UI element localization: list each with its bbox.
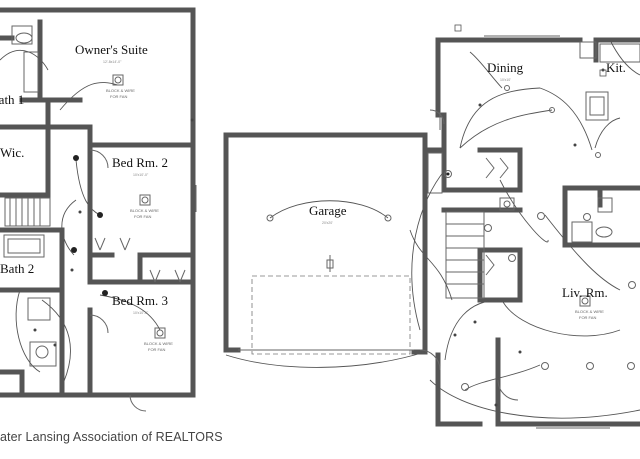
wic-label: Wic. [0,145,24,160]
owners-suite-dim: 12'-8x14'-0" [103,60,122,64]
bed2-note-1: BLOCK & WIRE [130,208,159,213]
bed3-note-1: BLOCK & WIRE [144,341,173,346]
owners-suite-note-2: FOR FAN [110,94,127,99]
living-note-1: BLOCK & WIRE [575,309,604,314]
bed3-label: Bed Rm. 3 [112,293,168,308]
first-floor-plan: Garage 20'x20' Dining 10'x10' Kit. Liv. … [223,24,640,429]
garage-label: Garage [309,203,347,218]
bed2-label: Bed Rm. 2 [112,155,168,170]
owners-suite-note-1: BLOCK & WIRE [106,88,135,93]
watermark-text: ater Lansing Association of REALTORS [0,430,223,444]
kitchen-label: Kit. [606,60,626,75]
dining-label: Dining [487,60,524,75]
bed2-dim: 10'x10'-0" [133,173,149,177]
dining-dim: 10'x10' [500,78,511,82]
bath1-label: Bath 1 [0,92,24,107]
bed3-dim: 10'x10'-0" [133,311,149,315]
living-label: Liv. Rm. [562,285,608,300]
living-note-2: FOR FAN [579,315,596,320]
garage-dim: 20'x20' [322,221,333,225]
bed3-note-2: FOR FAN [148,347,165,352]
owners-suite-label: Owner's Suite [75,42,148,57]
bed2-note-2: FOR FAN [134,214,151,219]
second-floor-plan: Owner's Suite 12'-8x14'-0" BLOCK & WIRE … [0,7,197,412]
bath2-label: Bath 2 [0,261,34,276]
